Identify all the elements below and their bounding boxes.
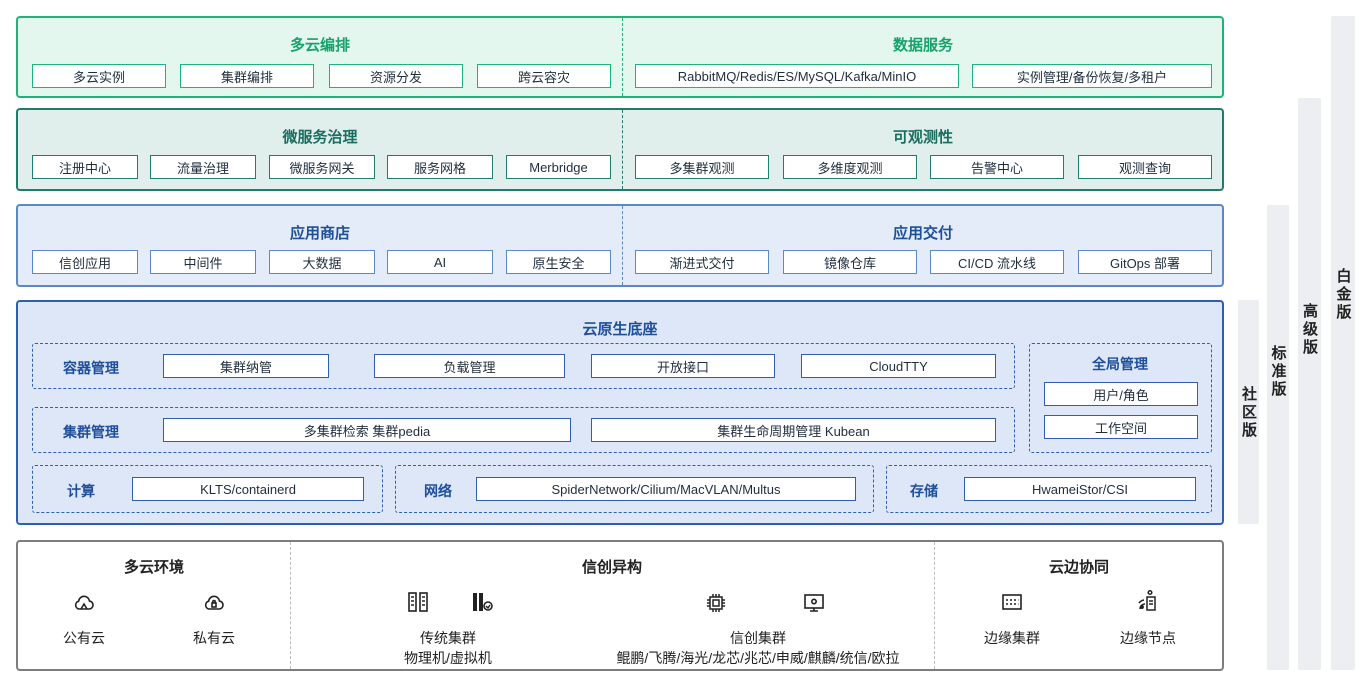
chip-resource-distribution[interactable]: 资源分发 (329, 64, 463, 88)
storage-group: 存储 HwameiStor/CSI (886, 465, 1212, 513)
compute-group: 计算 KLTS/containerd (32, 465, 383, 513)
xinchuang-cluster-subtitle: 鲲鹏/飞腾/海光/龙芯/兆芯/申威/麒麟/统信/欧拉 (616, 650, 900, 666)
edition-bar-advanced: 高级版 (1298, 98, 1321, 670)
chip-spidernetwork[interactable]: SpiderNetwork/Cilium/MacVLAN/Multus (476, 477, 856, 501)
layer-multicloud-data: 多云编排 数据服务 多云实例 集群编排 资源分发 跨云容灾 RabbitMQ/R… (16, 16, 1224, 98)
edge-collaboration-title: 云边协同 (1048, 559, 1109, 576)
chip-observation-query[interactable]: 观测查询 (1078, 155, 1212, 179)
chip-klts-containerd[interactable]: KLTS/containerd (132, 477, 364, 501)
edition-label: 高级版 (1301, 303, 1318, 357)
chip-cluster-onboarding[interactable]: 集群纳管 (163, 354, 329, 378)
chip-native-security[interactable]: 原生安全 (506, 250, 611, 274)
chip-image-registry[interactable]: 镜像仓库 (783, 250, 917, 274)
chip-clusterpedia[interactable]: 多集群检索 集群pedia (163, 418, 571, 442)
chip-big-data[interactable]: 大数据 (269, 250, 375, 274)
network-label: 网络 (424, 483, 452, 499)
public-cloud-label: 公有云 (63, 630, 105, 646)
multicloud-orchestration-title: 多云编排 (289, 37, 350, 54)
global-management-label: 全局管理 (1092, 356, 1148, 372)
app-store-title: 应用商店 (289, 225, 350, 242)
monitor-settings-icon (802, 591, 826, 615)
cluster-management-label: 集群管理 (63, 424, 119, 440)
layer-divider (622, 110, 623, 189)
chip-cluster-orchestration[interactable]: 集群编排 (180, 64, 314, 88)
layer-divider (622, 18, 623, 96)
edge-node-icon (1136, 589, 1160, 613)
private-cloud-label: 私有云 (193, 630, 235, 646)
chip-processor-icon (704, 591, 728, 615)
edge-node-label: 边缘节点 (1120, 630, 1176, 646)
layer-microservice-observability: 微服务治理 可观测性 注册中心 流量治理 微服务网关 服务网格 Merbridg… (16, 108, 1224, 191)
virtual-machine-icon (470, 590, 494, 614)
chip-progressive-delivery[interactable]: 渐进式交付 (635, 250, 769, 274)
edge-cluster-icon (1000, 590, 1024, 614)
container-management-label: 容器管理 (63, 360, 119, 376)
edition-bar-standard: 标准版 (1267, 205, 1289, 670)
chip-cicd-pipeline[interactable]: CI/CD 流水线 (930, 250, 1064, 274)
chip-user-role[interactable]: 用户/角色 (1044, 382, 1198, 406)
xinchuang-cluster-label: 信创集群 (730, 630, 786, 646)
chip-instance-management[interactable]: 实例管理/备份恢复/多租户 (972, 64, 1212, 88)
container-management-group: 容器管理 集群纳管 负载管理 开放接口 CloudTTY (32, 343, 1015, 389)
microservice-governance-title: 微服务治理 (282, 129, 358, 146)
edge-cluster-label: 边缘集群 (984, 630, 1040, 646)
layer-cloud-native-base: 云原生底座 容器管理 集群纳管 负载管理 开放接口 CloudTTY 集群管理 … (16, 300, 1224, 525)
compute-label: 计算 (67, 483, 95, 499)
server-rack-icon (406, 590, 430, 614)
chip-gitops-deploy[interactable]: GitOps 部署 (1078, 250, 1212, 274)
chip-multicluster-observation[interactable]: 多集群观测 (635, 155, 769, 179)
chip-service-mesh[interactable]: 服务网格 (387, 155, 493, 179)
chip-merbridge[interactable]: Merbridge (506, 155, 611, 179)
chip-registry-center[interactable]: 注册中心 (32, 155, 138, 179)
edition-label: 标准版 (1269, 345, 1287, 399)
chip-xinchuang-app[interactable]: 信创应用 (32, 250, 138, 274)
storage-label: 存储 (910, 483, 938, 499)
chip-hwameistor[interactable]: HwameiStor/CSI (964, 477, 1196, 501)
layer-app-store-delivery: 应用商店 应用交付 信创应用 中间件 大数据 AI 原生安全 渐进式交付 镜像仓… (16, 204, 1224, 287)
xinchuang-title: 信创异构 (581, 559, 642, 576)
traditional-cluster-subtitle: 物理机/虚拟机 (404, 650, 492, 666)
chip-open-api[interactable]: 开放接口 (591, 354, 775, 378)
infra-divider (290, 542, 291, 669)
edition-label: 社区版 (1240, 386, 1257, 440)
global-management-group: 全局管理 用户/角色 工作空间 (1029, 343, 1212, 453)
private-cloud-icon (202, 591, 226, 615)
chip-alert-center[interactable]: 告警中心 (930, 155, 1064, 179)
multicloud-env-title: 多云环境 (123, 559, 184, 576)
layer-infrastructure: 多云环境 公有云 私有云 信创异构 传统集群 物理机/虚拟机 信创集群 鲲鹏/飞… (16, 540, 1224, 671)
chip-microservice-gateway[interactable]: 微服务网关 (269, 155, 375, 179)
chip-cross-cloud-dr[interactable]: 跨云容灾 (477, 64, 611, 88)
chip-workload-management[interactable]: 负载管理 (374, 354, 565, 378)
cluster-management-group: 集群管理 多集群检索 集群pedia 集群生命周期管理 Kubean (32, 407, 1015, 453)
app-delivery-title: 应用交付 (892, 225, 953, 242)
chip-workspace[interactable]: 工作空间 (1044, 415, 1198, 439)
observability-title: 可观测性 (892, 129, 953, 146)
edition-label: 白金版 (1334, 268, 1352, 322)
chip-data-middleware[interactable]: RabbitMQ/Redis/ES/MySQL/Kafka/MinIO (635, 64, 959, 88)
chip-ai[interactable]: AI (387, 250, 493, 274)
public-cloud-icon (72, 591, 96, 615)
network-group: 网络 SpiderNetwork/Cilium/MacVLAN/Multus (395, 465, 874, 513)
infra-divider (934, 542, 935, 669)
data-service-title: 数据服务 (892, 37, 953, 54)
chip-multicloud-instance[interactable]: 多云实例 (32, 64, 166, 88)
chip-middleware[interactable]: 中间件 (150, 250, 256, 274)
edition-bar-community: 社区版 (1238, 300, 1259, 524)
edition-bar-platinum: 白金版 (1331, 16, 1355, 670)
chip-traffic-governance[interactable]: 流量治理 (150, 155, 256, 179)
traditional-cluster-label: 传统集群 (420, 630, 476, 646)
chip-kubean[interactable]: 集群生命周期管理 Kubean (591, 418, 996, 442)
chip-multidimension-observation[interactable]: 多维度观测 (783, 155, 917, 179)
chip-cloudtty[interactable]: CloudTTY (801, 354, 996, 378)
layer-divider (622, 206, 623, 285)
cloud-native-base-title: 云原生底座 (582, 321, 658, 338)
